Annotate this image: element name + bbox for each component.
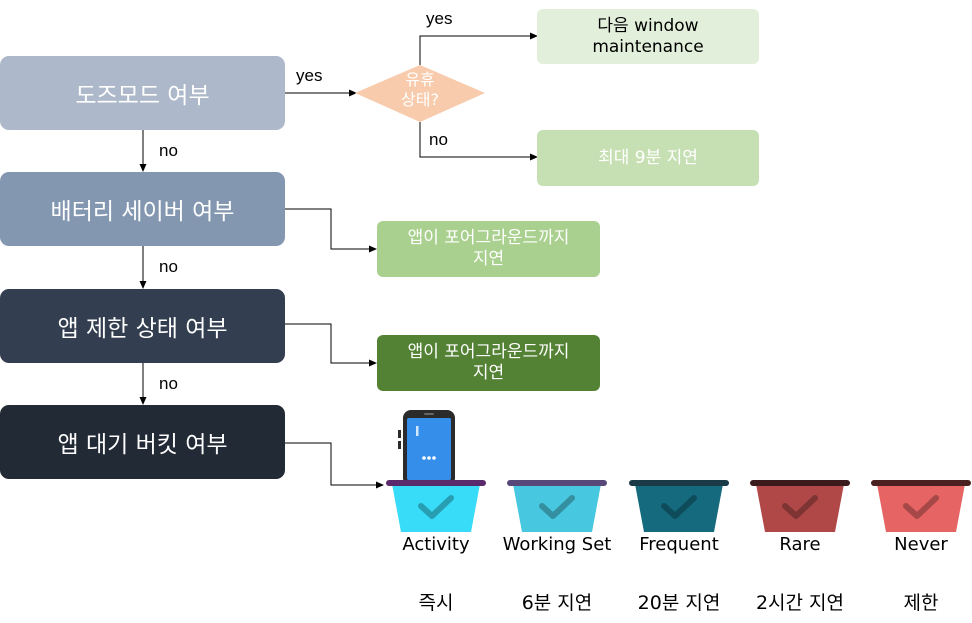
- bucket-name: Rare: [779, 534, 821, 555]
- idle-diamond: [355, 65, 485, 122]
- saver-delay-box: 앱이 포어그라운드까지 지연: [377, 221, 600, 277]
- next-window-box: 다음 window maintenance: [537, 9, 759, 64]
- bucket-delay: 즉시: [418, 592, 454, 614]
- bucket-icon: [871, 480, 971, 532]
- app-standby-bucket-label: 앱 대기 버킷 여부: [57, 432, 228, 458]
- edge-restrict-yes: [285, 323, 377, 367]
- edge-label-saver-no: no: [159, 257, 178, 276]
- bucket-delay: 6분 지연: [521, 592, 593, 614]
- edge-label-restrict-no: no: [159, 374, 178, 393]
- saver-delay-label: 앱이 포어그라운드까지 지연: [407, 228, 570, 269]
- next-window-label: 다음 window maintenance: [592, 15, 704, 57]
- battery-saver-label: 배터리 세이버 여부: [50, 199, 235, 225]
- edge-label-idle-no: no: [429, 130, 448, 149]
- edge-saver-yes: [285, 208, 377, 253]
- max-9min-delay-box: 최대 9분 지연: [537, 130, 759, 186]
- edge-label-doze-yes: yes: [296, 66, 323, 85]
- bucket-delay: 2시간 지연: [755, 592, 845, 614]
- bucket-name: Activity: [402, 534, 470, 555]
- bucket-icon: [507, 480, 607, 532]
- app-restriction-label: 앱 제한 상태 여부: [57, 316, 228, 342]
- app-restriction-box: 앱 제한 상태 여부: [0, 289, 285, 363]
- app-standby-bucket-box: 앱 대기 버킷 여부: [0, 405, 285, 479]
- edge-idle-yes: [419, 32, 538, 65]
- battery-saver-box: 배터리 세이버 여부: [0, 172, 285, 246]
- restricted-delay-box: 앱이 포어그라운드까지 지연: [377, 335, 600, 391]
- edge-label-doze-no: no: [159, 141, 178, 160]
- bucket-delay: 제한: [903, 592, 939, 614]
- idle-state-label: 유휴 상태?: [401, 70, 439, 109]
- max-9min-delay-label: 최대 9분 지연: [598, 147, 698, 168]
- edge-standby-yes: [285, 442, 384, 489]
- bucket-icon: [629, 480, 729, 532]
- bucket-name: Working Set: [502, 534, 612, 555]
- edge-label-idle-yes: yes: [426, 9, 453, 28]
- edge-idle-no: [419, 122, 538, 161]
- smartphone-icon: [398, 410, 455, 486]
- doze-mode-label: 도즈모드 여부: [75, 83, 210, 109]
- bucket-delay: 20분 지연: [637, 592, 721, 614]
- bucket-icon: [750, 480, 850, 532]
- doze-mode-box: 도즈모드 여부: [0, 56, 285, 130]
- restricted-delay-label: 앱이 포어그라운드까지 지연: [407, 342, 570, 383]
- bucket-icon: [386, 480, 486, 532]
- bucket-name: Never: [894, 534, 948, 555]
- bucket-name: Frequent: [639, 534, 719, 555]
